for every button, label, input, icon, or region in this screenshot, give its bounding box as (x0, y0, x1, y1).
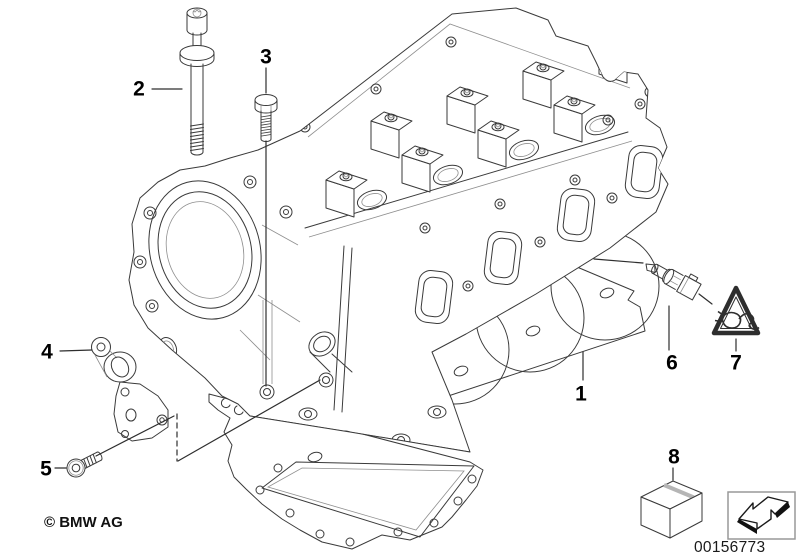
cylinder-head-drawing (128, 7, 669, 453)
callout-6[interactable]: 6 (666, 351, 678, 375)
callout-8[interactable]: 8 (668, 445, 680, 469)
callout-7[interactable]: 7 (730, 351, 742, 375)
image-number: 00156773 (694, 539, 766, 556)
electrical-connector-warning-triangle-icon (711, 285, 761, 336)
leader-lines (54, 67, 737, 481)
callout-5[interactable]: 5 (40, 457, 52, 481)
see-information-arrow-icon[interactable] (727, 491, 796, 540)
electrical-plug-glyph (714, 310, 760, 331)
gasket-set-box-icon (640, 480, 703, 539)
callout-4[interactable]: 4 (41, 340, 53, 364)
hex-bolt-drawing (254, 94, 278, 142)
countersunk-screw-drawing (66, 451, 103, 478)
callout-1[interactable]: 1 (575, 382, 587, 406)
bmw-copyright: © BMW AG (44, 514, 123, 531)
cover-gasket-drawing (208, 393, 484, 550)
callout-2[interactable]: 2 (133, 77, 145, 101)
cylinder-head-bolt-drawing (179, 7, 215, 156)
callout-3[interactable]: 3 (260, 45, 272, 69)
temperature-sensor-drawing (645, 263, 702, 301)
lifting-bracket-drawing (91, 337, 169, 442)
